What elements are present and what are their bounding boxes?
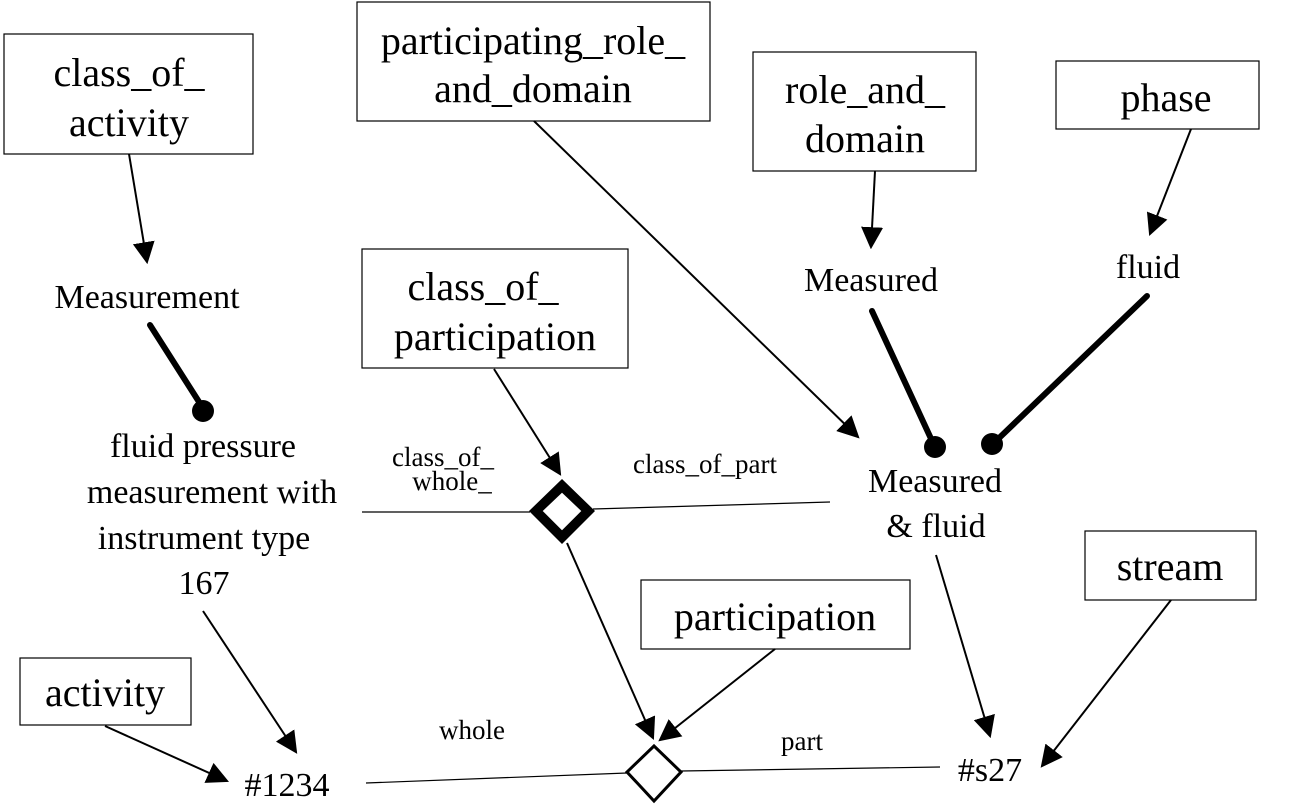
activity-box: activity [19,657,192,726]
edge-label-whole: whole [439,715,505,745]
box-label-line: and_domain [434,66,632,111]
edge-label-class-of-whole: class_of_ whole_ [392,442,494,496]
node-fluid: fluid [1116,249,1180,286]
arrow-measured-and-fluid-to-s27 [935,554,995,739]
participation-box: participation [640,579,911,650]
relation-line-part [680,766,941,772]
edge-label-line: whole_ [412,466,492,496]
arrow-activity-to-1234 [104,725,230,783]
composition-diamond [624,743,684,804]
classification-line-measurement [147,322,204,408]
classification-line-fluid [994,293,1150,443]
classification-line-measured [869,308,936,446]
relation-line-whole [365,772,628,784]
node-measured-and-fluid: Measured & fluid [868,463,1002,545]
arrow-participation-to-diamond [658,648,776,742]
node-label-line: & fluid [886,508,985,545]
node-label-line: fluid pressure [110,428,296,465]
box-label-line: domain [805,116,925,161]
box-label-line: class_of_ [53,50,205,95]
node-activity-instance: #1234 [245,767,330,804]
node-measured: Measured [804,262,938,299]
arrow-participating-role-to-measured-and-fluid [533,120,860,439]
relation-line-class-of-part [592,501,831,510]
phase-box: phase [1055,60,1260,130]
node-fluid-pressure-measurement: fluid pressure measurement with instrume… [87,428,337,602]
box-label-line: stream [1117,544,1224,589]
class-of-composition-diamond [529,479,595,544]
box-label-line: activity [45,670,165,715]
edge-label-line: class_of_ [392,442,494,472]
node-label-line: 167 [179,565,230,602]
arrow-class-of-participation-to-diamond [493,368,562,476]
arrow-diamond-to-participation-diamond [566,542,656,741]
classification-dot [981,433,1003,455]
arrow-fluid-pressure-to-1234 [202,610,298,754]
classification-dot [924,436,946,458]
stream-box: stream [1084,530,1257,601]
class-of-activity-box: class_of_ activity [3,33,254,155]
participating-role-and-domain-box: participating_role_ and_domain [356,1,711,122]
node-stream-instance: #s27 [958,752,1022,789]
node-measurement: Measurement [54,279,240,316]
class-of-participation-box: class_of_ participation [361,248,629,369]
box-label-line: role_and_ [785,67,946,112]
box-label-line: phase [1120,75,1211,120]
arrow-role-and-domain-to-measured [861,170,884,250]
arrow-class-of-activity-to-measurement [128,153,155,265]
box-label-line: class_of_ [407,264,559,309]
node-label-line: Measured [868,463,1002,500]
arrow-phase-to-fluid [1146,128,1192,237]
box-label-line: activity [69,100,189,145]
edge-label-class-of-part: class_of_part [633,449,777,479]
box-label-line: participation [674,594,876,639]
node-label-line: instrument type [98,520,310,557]
classification-dot [192,400,214,422]
box-label-line: participating_role_ [381,18,686,63]
node-label-line: measurement with [87,474,337,511]
box-label-line: participation [394,314,596,359]
role-and-domain-box: role_and_ domain [752,51,977,172]
edge-label-part: part [781,726,823,756]
arrow-stream-to-s27 [1040,599,1172,768]
